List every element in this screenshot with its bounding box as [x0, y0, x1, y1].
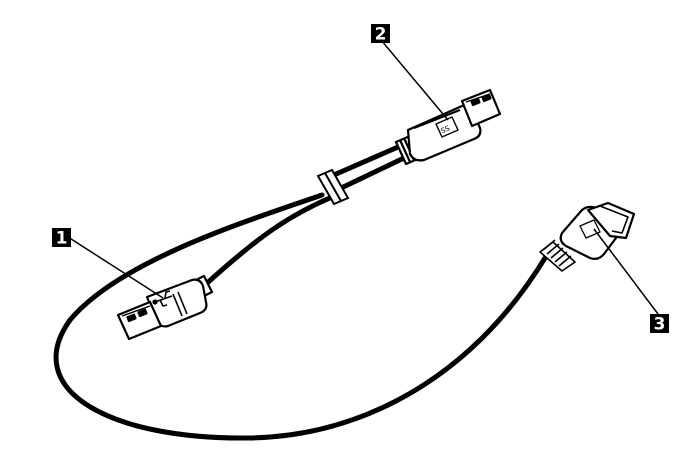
branch-cable-plug-1 — [202, 194, 335, 288]
leader-line-1 — [67, 236, 164, 299]
cables — [53, 144, 548, 441]
callout-2: 2 — [371, 24, 390, 45]
cable-tie — [316, 168, 350, 206]
usb-trident-icon — [152, 290, 173, 307]
callout-number-3: 3 — [654, 315, 666, 335]
main-loop-cable — [53, 192, 548, 441]
leader-line-2 — [380, 39, 449, 121]
paired-cable-highlight — [326, 151, 401, 185]
callout-3: 3 — [650, 314, 669, 335]
callout-number-1: 1 — [56, 229, 68, 249]
leader-line-3 — [593, 228, 659, 315]
svg-text:SS: SS — [440, 124, 452, 135]
callout-1: 1 — [52, 228, 71, 249]
paired-cable-upper — [324, 144, 401, 181]
superspeed-usb-icon — [579, 219, 601, 239]
paired-cable-lower — [334, 155, 407, 193]
callout-number-2: 2 — [375, 25, 387, 45]
usb-a-plug-primary: SS — [394, 88, 502, 166]
usb-a-receptacle — [539, 201, 636, 272]
strain-relief-ribs — [539, 239, 576, 272]
leader-lines — [67, 39, 659, 315]
usb-a-plug-secondary — [116, 274, 214, 341]
